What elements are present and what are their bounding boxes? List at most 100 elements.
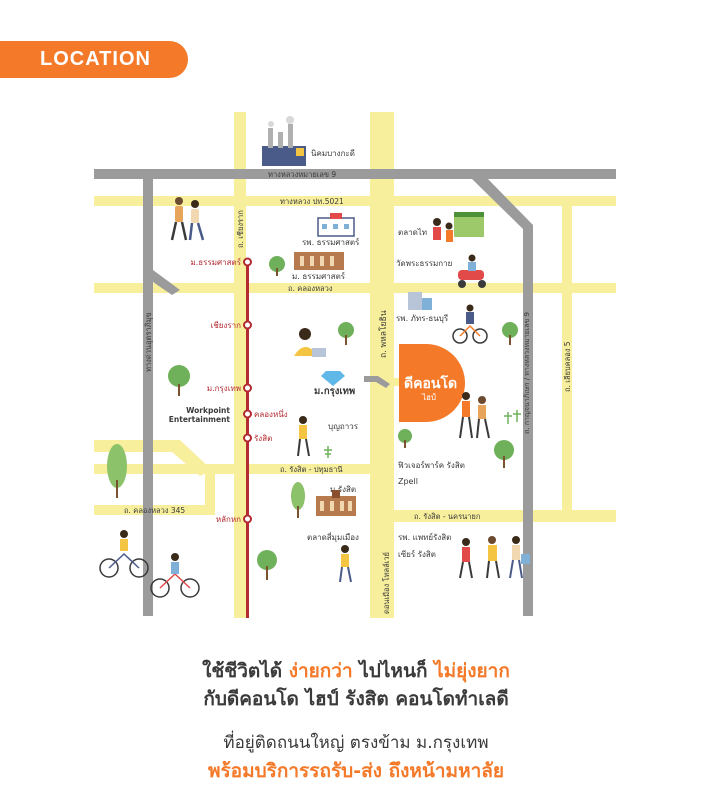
market-illustration — [433, 212, 484, 242]
place-industrial: นิคมบางกะดี — [311, 149, 355, 158]
brand-name-main: คอนโด — [413, 374, 457, 392]
highway-local-road — [143, 179, 153, 616]
place-talad-si-mum-mueang: ตลาดสี่มุมเมือง — [307, 531, 359, 542]
station-label-thammasat: ม.ธรรมศาสตร์ — [190, 257, 241, 267]
highway-tollway-connector — [364, 376, 390, 388]
rail-layer — [243, 257, 252, 618]
scooter-illustration — [458, 254, 486, 288]
headline-highlight-hassle-free: ไม่ยุ่งยาก — [434, 660, 510, 682]
road-label-local-road: ทางด่วนอุตราภิมุข — [144, 312, 153, 372]
cyclists-left-illustration — [99, 530, 200, 598]
tree-icon — [338, 322, 354, 345]
rail-station-dot-thammasat — [243, 257, 252, 267]
hospital-thammasat-illustration — [317, 213, 355, 237]
station-label-bu: ม.กรุงเทพ — [207, 384, 241, 393]
subline-address: ที่อยู่ติดถนนใหญ่ ตรงข้าม ม.กรุงเทพ — [223, 733, 489, 753]
highway-9-top — [94, 169, 616, 179]
road-345-horizontal — [94, 505, 214, 515]
road-label-khlong-luang: ถ. คลองหลวง — [288, 284, 333, 293]
tree-icon — [398, 429, 412, 448]
tree-icon — [502, 322, 518, 345]
tree-icon — [257, 550, 277, 580]
place-wat-dhammakaya: วัดพระธรรมกาย — [396, 259, 452, 268]
tree-icon — [494, 440, 514, 468]
brand-name-prefix: ดี — [404, 376, 413, 392]
road-highway5021 — [94, 196, 616, 206]
headline-text-1: ใช้ชีวิตได้ — [202, 660, 289, 682]
rail-station-dot-khlong-nueng — [243, 409, 252, 419]
tree-icon — [324, 446, 332, 458]
road-khlong-luang — [94, 283, 616, 293]
university-thammasat-illustration — [269, 252, 344, 276]
road-label-phahonyothin: ถ. พหลโยธิน — [378, 310, 389, 358]
diamond-icon — [321, 371, 345, 386]
place-rangsit-university: ม.รังสิต — [330, 485, 356, 494]
headline-text-2: ไปไหนก็ — [352, 660, 435, 682]
rail-station-dot-chiang-rak — [243, 320, 252, 330]
station-label-lak-hok: หลักหก — [216, 515, 241, 524]
highway-local-branch — [153, 270, 180, 295]
place-phatara-hospital: รพ. ภัทร-ธนบุรี — [396, 314, 449, 323]
place-talad-thai: ตลาดไท — [398, 228, 427, 237]
road-label-khlong5: ถ. เลียบคลอง 5 — [563, 341, 572, 392]
place-thammasat-hospital: รพ. ธรรมศาสตร์ — [302, 237, 360, 247]
road-label-highway9: ทางหลวงหมายเลข 9 — [268, 170, 336, 179]
rail-station-dot-lak-hok — [243, 514, 252, 524]
shopping-group-illustration — [459, 536, 530, 579]
location-map: ม.ธรรมศาสตร์ เชียงราก ม.กรุงเทพ คลองหนึ่… — [94, 112, 616, 618]
station-label-khlong-nueng: คลองหนึ่ง — [254, 408, 288, 419]
university-rangsit-illustration — [316, 490, 356, 516]
place-zpell: Zpell — [398, 477, 418, 486]
tree-icon — [107, 444, 127, 498]
highways-layer — [94, 169, 616, 616]
rail-station-dot-rangsit — [243, 433, 252, 443]
road-phahonyothin — [370, 112, 394, 618]
place-boonthavorn: บุญถาวร — [328, 422, 359, 431]
station-label-chiang-rak: เชียงราก — [211, 321, 242, 330]
headline-line1: ใช้ชีวิตได้ ง่ายกว่า ไปไหนก็ ไม่ยุ่งยาก — [0, 656, 712, 686]
brand-name: ดีคอนโด — [404, 374, 457, 392]
market-shopper-illustration — [339, 545, 352, 583]
tree-icon — [168, 365, 190, 396]
headline-highlight-easier: ง่ายกว่า — [288, 660, 353, 682]
road-chiang-rak — [234, 112, 246, 618]
hiking-couple-illustration — [459, 392, 490, 439]
factory-illustration — [262, 116, 306, 166]
highway-ring-vertical — [523, 230, 533, 616]
hospital-phatara-illustration — [408, 292, 432, 310]
road-label-5021: ทางหลวง ปท.5021 — [280, 197, 344, 206]
walking-people-illustration — [170, 197, 205, 241]
place-future-park: ฟิวเจอร์พาร์ค รังสิต — [398, 460, 465, 470]
brand-sub: ไฮป์ — [421, 392, 436, 402]
place-workpoint-line2: Entertainment — [169, 415, 231, 424]
road-rangsit-pathum — [94, 464, 394, 474]
subline-shuttle: พร้อมบริการรถรับ-ส่ง ถึงหน้ามหาลัย — [207, 760, 505, 782]
shopper-illustration — [297, 416, 310, 457]
place-thammasat-university: ม. ธรรมศาสตร์ — [292, 271, 346, 281]
tree-icon — [504, 410, 521, 424]
road-label-rangsit-nakhon-nayok: ถ. รังสิต - นครนายก — [414, 512, 480, 521]
place-paet-rangsit-hospital: รพ. แพทย์รังสิต — [398, 532, 451, 542]
cyclist-right-illustration — [452, 304, 488, 344]
brand-marker: ดีคอนโด ไฮป์ — [399, 344, 465, 422]
headline-line2: กับดีคอนโด ไฮป์ รังสิต คอนโดทำเลดี — [203, 688, 509, 710]
road-label-tollway: ดอนเมือง โทลล์เวย์ — [382, 552, 391, 614]
highway-ring-diagonal — [472, 179, 533, 238]
road-345-branch — [94, 440, 212, 476]
place-bangkok-university: ม.กรุงเทพ — [314, 386, 355, 397]
road-label-rangsit-pathum: ถ. รังสิต - ปทุมธานี — [280, 465, 343, 474]
place-sear-rangsit: เซียร์ รังสิต — [398, 549, 436, 559]
road-khlong5 — [562, 206, 572, 518]
station-label-rangsit: รังสิต — [254, 434, 272, 443]
road-rangsit-nakhon-nayok — [394, 510, 616, 522]
tree-icons — [107, 322, 521, 580]
location-badge: LOCATION — [0, 41, 188, 78]
road-label-chiang-rak: ถ. เชียงราก — [236, 210, 245, 248]
road-345-vertical — [205, 464, 215, 515]
laptop-person-illustration — [294, 328, 326, 357]
roads-layer — [94, 112, 616, 618]
road-label-ring-road: ถ. กาญจนาภิเษก / ทางหลวงหมายเลข 9 — [523, 312, 531, 434]
rail-station-dot-bu — [243, 383, 252, 393]
road-label-345: ถ. คลองหลวง 345 — [124, 506, 185, 515]
tree-icon — [291, 482, 305, 518]
